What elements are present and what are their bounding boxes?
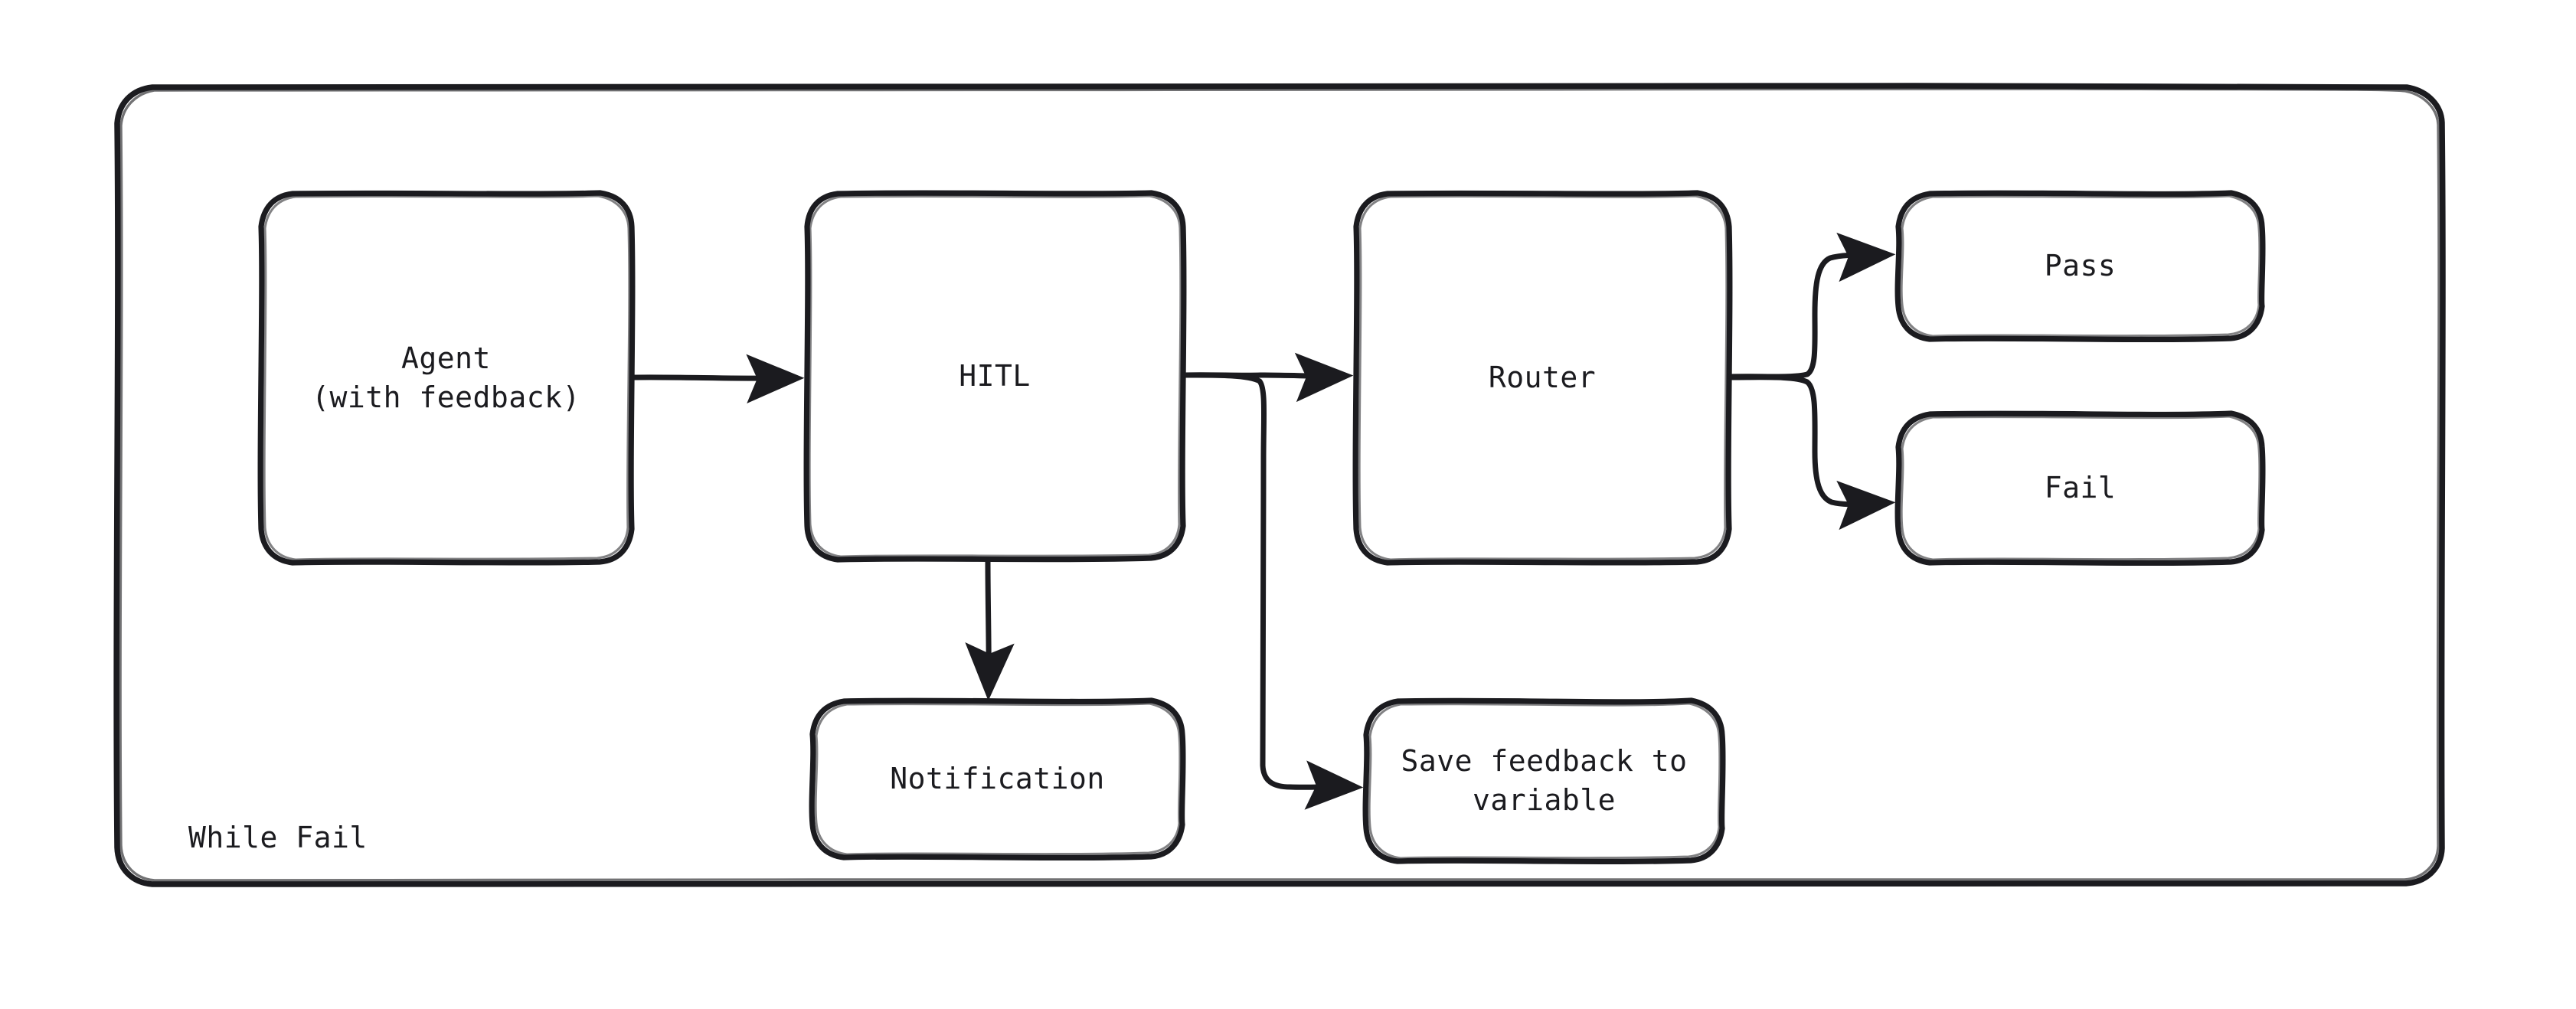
node-shape-save-feedback [1362, 697, 1726, 865]
edge-router-to-fail [1729, 374, 1896, 531]
node-shape-fail [1894, 410, 2266, 567]
edge-hitl-to-save-feedback [1182, 372, 1364, 810]
edge-router-to-pass [1728, 232, 1896, 380]
group-container-while-fail [113, 83, 2446, 887]
node-shape-router [1352, 190, 1733, 566]
node-save-feedback[interactable] [1365, 700, 1723, 861]
node-hitl[interactable] [806, 193, 1183, 559]
group-label-while-fail: While Fail [188, 821, 368, 854]
node-shape-pass [1894, 190, 2266, 343]
node-agent[interactable] [260, 193, 632, 563]
node-fail[interactable] [1898, 413, 2263, 563]
node-shape-notification [809, 697, 1186, 861]
edge-hitl-to-notification [965, 558, 1015, 701]
node-pass[interactable] [1898, 193, 2263, 339]
node-shape-agent [257, 190, 636, 566]
node-shape-hitl [803, 190, 1187, 563]
edge-agent-to-hitl [629, 354, 805, 403]
node-router[interactable] [1355, 193, 1729, 563]
node-notification[interactable] [812, 700, 1183, 857]
